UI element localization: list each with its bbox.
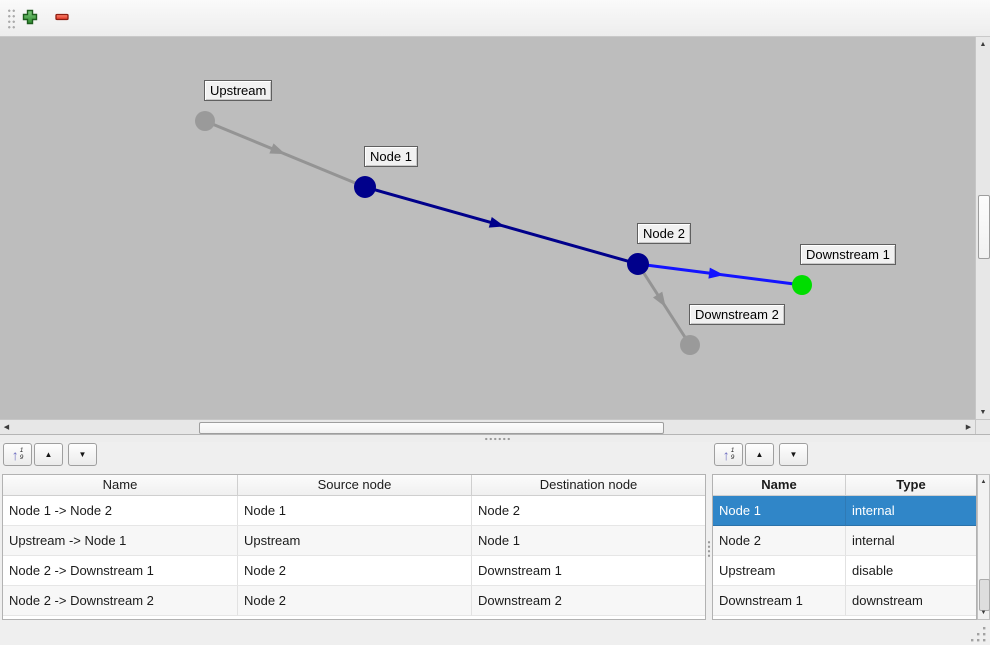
vertical-splitter[interactable] <box>707 540 711 558</box>
graph-horizontal-scrollbar[interactable]: ◀ ▶ <box>0 419 975 435</box>
graph-node[interactable] <box>792 275 812 295</box>
table-cell: Upstream <box>238 526 472 556</box>
column-header[interactable]: Name <box>3 475 238 495</box>
edges-move-down-button[interactable]: ▼ <box>68 443 97 466</box>
table-cell: Node 2 <box>472 496 705 526</box>
edge-arrow-icon <box>488 217 505 228</box>
column-header[interactable]: Destination node <box>539 477 638 492</box>
graph-vertical-scrollbar[interactable]: ▲ ▼ <box>975 37 990 419</box>
nodes-table-header: Name Type <box>713 475 976 496</box>
scrollbar-corner <box>975 419 990 434</box>
table-cell: Node 1 <box>713 496 846 526</box>
table-cell: Upstream <box>713 556 846 586</box>
table-cell: Downstream 1 <box>713 586 846 616</box>
move-down-icon: ▼ <box>78 449 87 459</box>
toolbar-drag-handle[interactable] <box>7 8 16 30</box>
main-toolbar <box>0 0 990 37</box>
scroll-right-icon[interactable]: ▶ <box>965 424 972 431</box>
table-cell: Node 2 <box>238 556 472 586</box>
table-cell: Downstream 1 <box>472 556 705 586</box>
nodes-move-down-button[interactable]: ▼ <box>779 443 808 466</box>
table-cell: Node 2 -> Downstream 2 <box>3 586 238 616</box>
remove-node-button[interactable] <box>49 6 75 31</box>
scroll-left-icon[interactable]: ◀ <box>3 424 10 431</box>
graph-node[interactable] <box>680 335 700 355</box>
nodes-move-up-button[interactable]: ▲ <box>745 443 774 466</box>
table-cell: Node 1 -> Node 2 <box>3 496 238 526</box>
node-label[interactable]: Node 1 <box>364 146 418 167</box>
splitter-handle-dots <box>484 437 510 441</box>
scroll-up-icon[interactable]: ▲ <box>980 478 987 485</box>
table-cell: Node 2 -> Downstream 1 <box>3 556 238 586</box>
graph-node[interactable] <box>195 111 215 131</box>
edge-arrow-icon <box>653 291 666 308</box>
table-cell: Node 1 <box>472 526 705 556</box>
table-cell: Downstream 2 <box>472 586 705 616</box>
table-cell: disable <box>846 556 976 586</box>
table-cell: Node 2 <box>238 586 472 616</box>
plus-icon <box>21 8 39 29</box>
move-up-icon: ▲ <box>755 449 764 459</box>
table-cell: Node 1 <box>238 496 472 526</box>
table-cell: Node 2 <box>713 526 846 556</box>
minus-icon <box>53 8 71 29</box>
column-header[interactable]: Type <box>896 477 926 492</box>
resize-grip-icon <box>971 627 986 642</box>
vertical-scroll-thumb[interactable] <box>978 195 990 259</box>
window-resize-grip[interactable] <box>970 626 988 644</box>
column-header[interactable]: Name <box>713 475 846 495</box>
move-up-icon: ▲ <box>44 449 53 459</box>
horizontal-scroll-thumb[interactable] <box>199 422 664 434</box>
table-cell: internal <box>846 526 976 556</box>
node-label[interactable]: Downstream 2 <box>689 304 785 325</box>
graph-node[interactable] <box>354 176 376 198</box>
add-node-button[interactable] <box>17 6 43 31</box>
graph-svg <box>195 111 812 355</box>
scroll-up-icon[interactable]: ▲ <box>979 40 987 48</box>
node-label[interactable]: Upstream <box>204 80 273 101</box>
column-header[interactable]: Source node <box>238 475 472 495</box>
edges-move-up-button[interactable]: ▲ <box>34 443 63 466</box>
scroll-down-icon[interactable]: ▼ <box>980 609 987 616</box>
edge-arrow-icon <box>269 143 286 155</box>
horizontal-splitter[interactable] <box>0 434 990 442</box>
table-cell: downstream <box>846 586 976 616</box>
nodes-table-scrollbar[interactable]: ▲ ▼ <box>977 474 990 620</box>
node-label[interactable]: Downstream 1 <box>800 244 896 265</box>
node-label[interactable]: Node 2 <box>637 223 691 244</box>
move-down-icon: ▼ <box>789 449 798 459</box>
edge-arrow-icon <box>708 267 725 279</box>
table-cell: internal <box>846 496 976 526</box>
table-cell: Upstream -> Node 1 <box>3 526 238 556</box>
graph-node[interactable] <box>627 253 649 275</box>
scroll-down-icon[interactable]: ▼ <box>979 408 987 416</box>
